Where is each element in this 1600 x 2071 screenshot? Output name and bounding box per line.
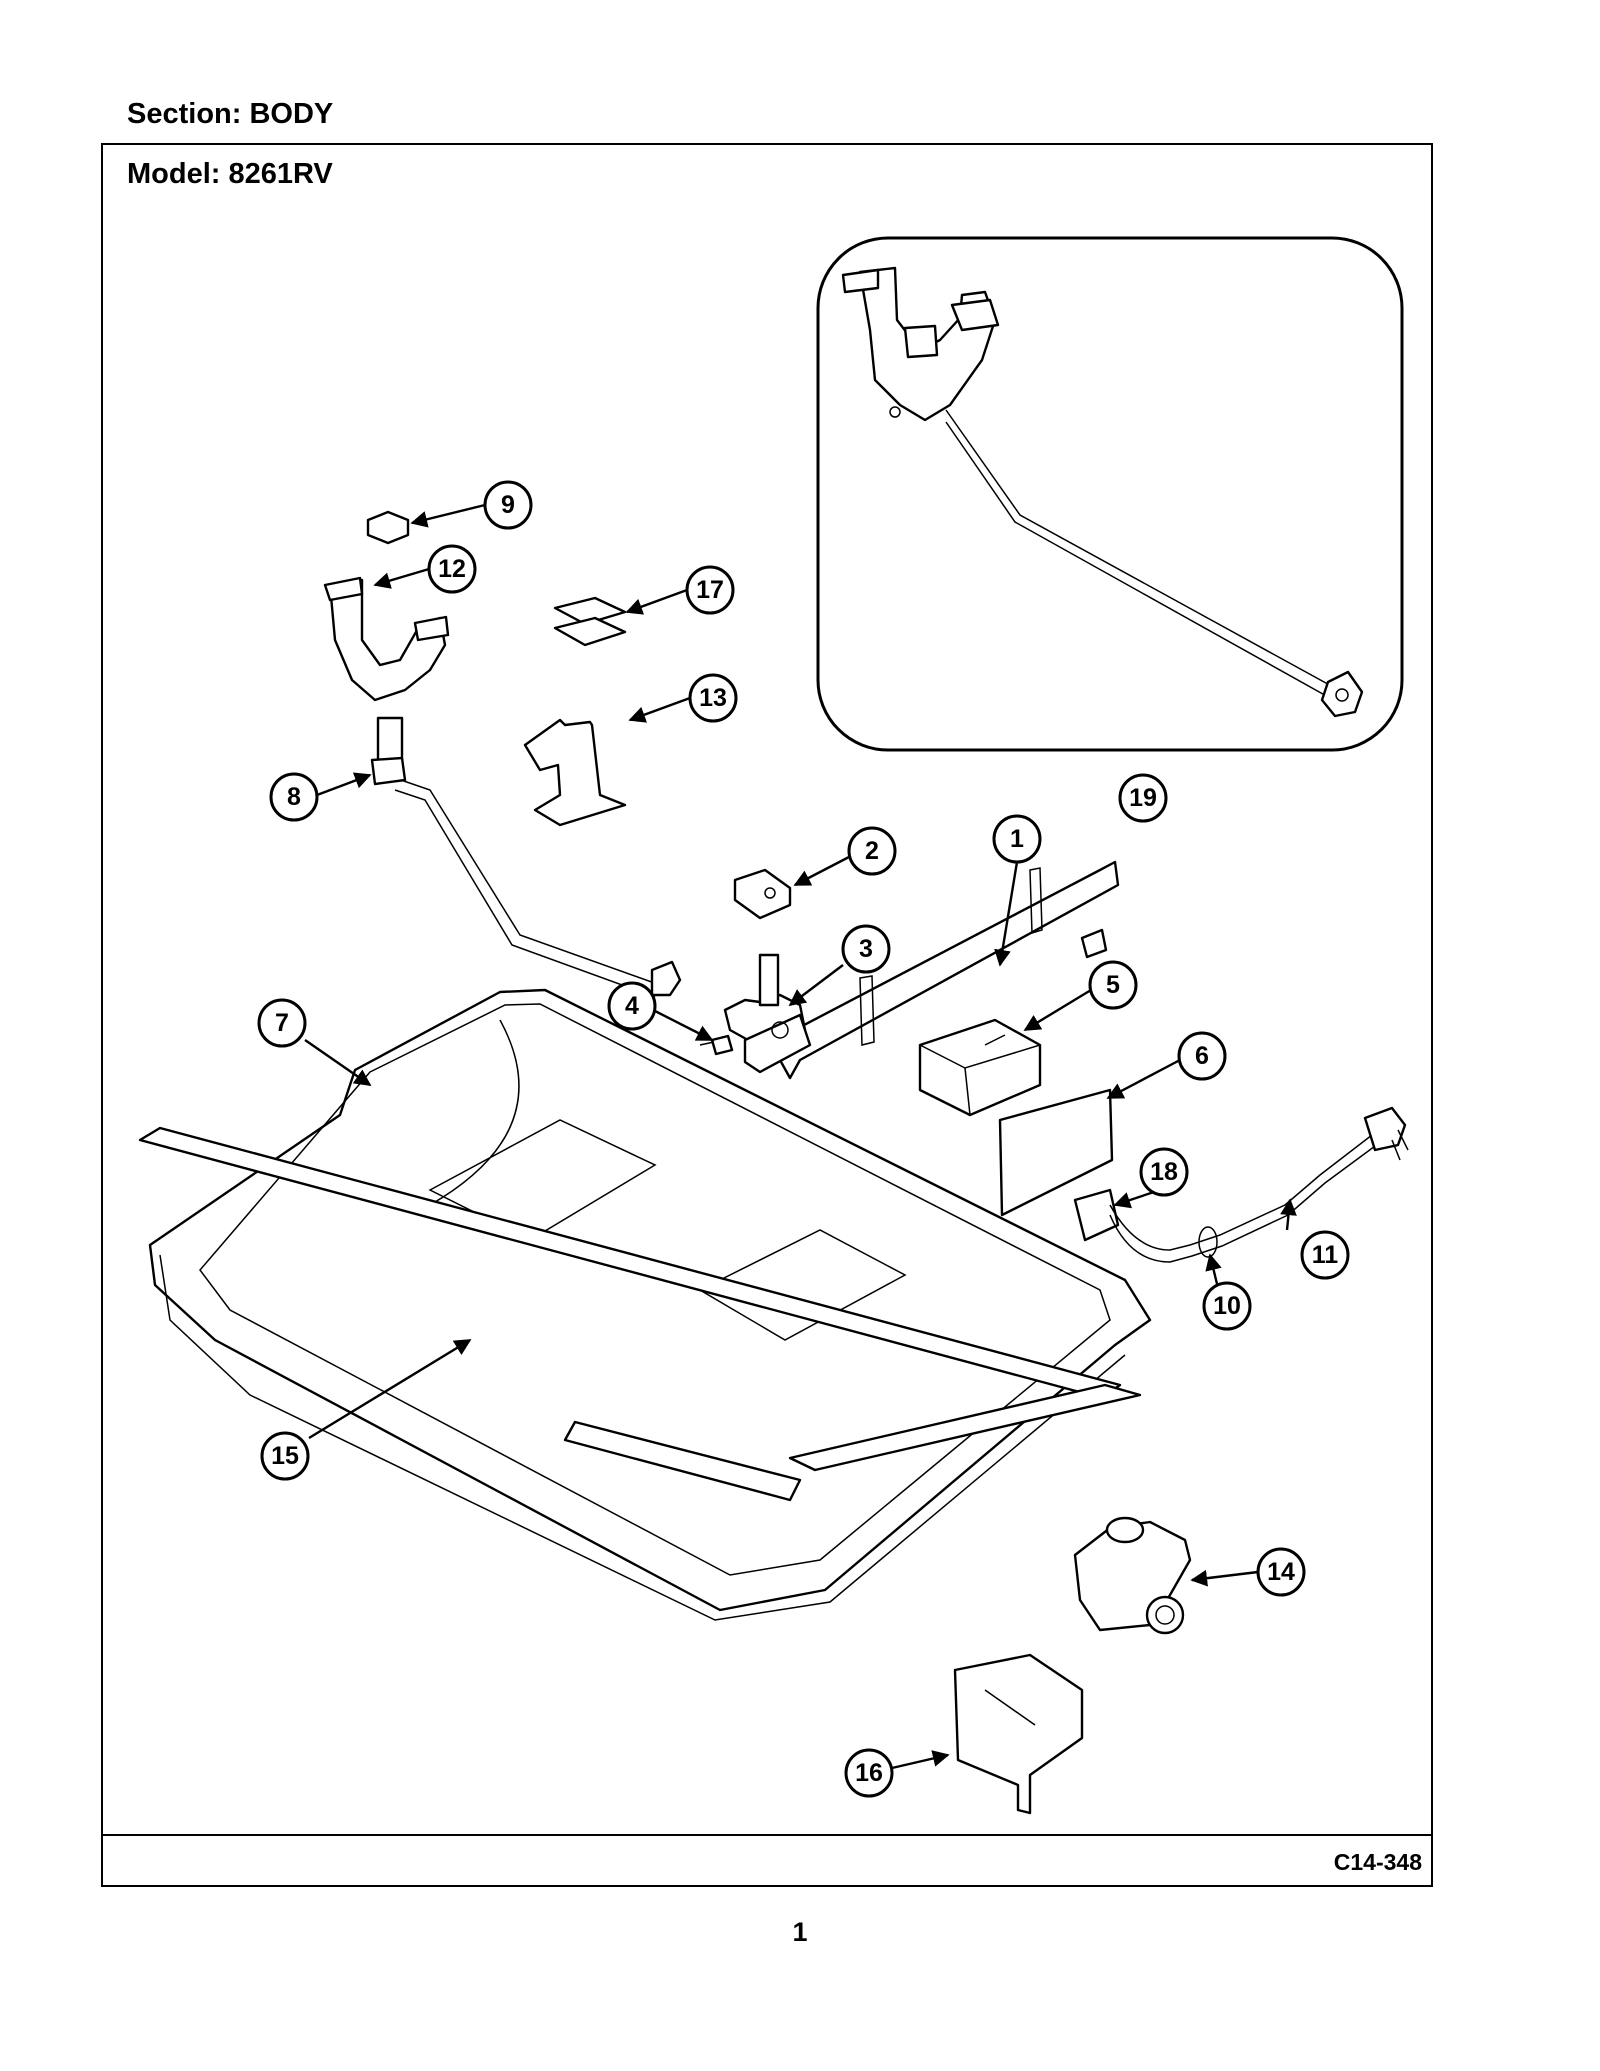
diagram-frame [101,143,1433,1887]
section-title: Section: BODY [127,98,334,130]
pads [553,596,627,647]
callout-15: 15 [260,1431,310,1481]
nut [366,510,410,545]
gas-regulator [1073,1516,1192,1635]
svg-text:6: 6 [1195,1042,1209,1070]
svg-text:17: 17 [696,576,724,604]
svg-text:12: 12 [438,555,466,583]
valve [723,953,812,1074]
screw [699,1034,734,1056]
callout-19: 19 [1118,773,1168,823]
callout-17: 17 [685,565,735,615]
callout-11: 11 [1300,1230,1350,1280]
svg-text:7: 7 [275,1009,289,1037]
inset-detail-box [816,236,1404,752]
svg-text:1: 1 [1010,825,1024,853]
page-number: 1 [792,1917,808,1947]
diagram-code: C14-348 [1333,1849,1422,1875]
svg-text:13: 13 [699,684,727,712]
callout-9: 9 [483,480,533,530]
callout-2: 2 [847,826,897,876]
svg-text:15: 15 [271,1442,299,1470]
svg-text:18: 18 [1150,1158,1178,1186]
svg-text:11: 11 [1312,1241,1339,1269]
callout-8: 8 [269,772,319,822]
callout-5: 5 [1088,960,1138,1010]
callout-7: 7 [257,998,307,1048]
svg-text:10: 10 [1213,1292,1241,1320]
wiring-harness [1073,1106,1409,1263]
pilot-tube [370,716,682,998]
module-bracket [998,1088,1114,1217]
callout-3: 3 [841,924,891,974]
callout-4: 4 [607,981,657,1031]
svg-text:2: 2 [865,837,879,865]
callout-6: 6 [1177,1031,1227,1081]
u-bracket [523,718,627,827]
burner-rail [778,860,1120,1080]
svg-text:8: 8 [287,783,301,811]
callout-1: 1 [992,814,1042,864]
model-title: Model: 8261RV [127,158,333,190]
pilot-bracket [323,576,450,702]
leader-lines [304,503,1297,1770]
callout-12: 12 [427,544,477,594]
footer-divider [101,1834,1433,1836]
callout-16: 16 [844,1748,894,1798]
heat-shield [953,1653,1084,1815]
callout-18: 18 [1139,1147,1189,1197]
callout-14: 14 [1256,1547,1306,1597]
svg-text:14: 14 [1267,1558,1295,1586]
callout-10: 10 [1202,1281,1252,1331]
callout-13: 13 [688,673,738,723]
svg-text:4: 4 [625,992,639,1020]
svg-text:19: 19 [1129,784,1157,812]
svg-text:3: 3 [859,935,873,963]
ignitor-module [918,1018,1042,1117]
svg-text:5: 5 [1106,971,1120,999]
svg-text:16: 16 [855,1759,883,1787]
svg-text:9: 9 [501,491,515,519]
main-pan [138,988,1152,1621]
clip [733,868,792,920]
